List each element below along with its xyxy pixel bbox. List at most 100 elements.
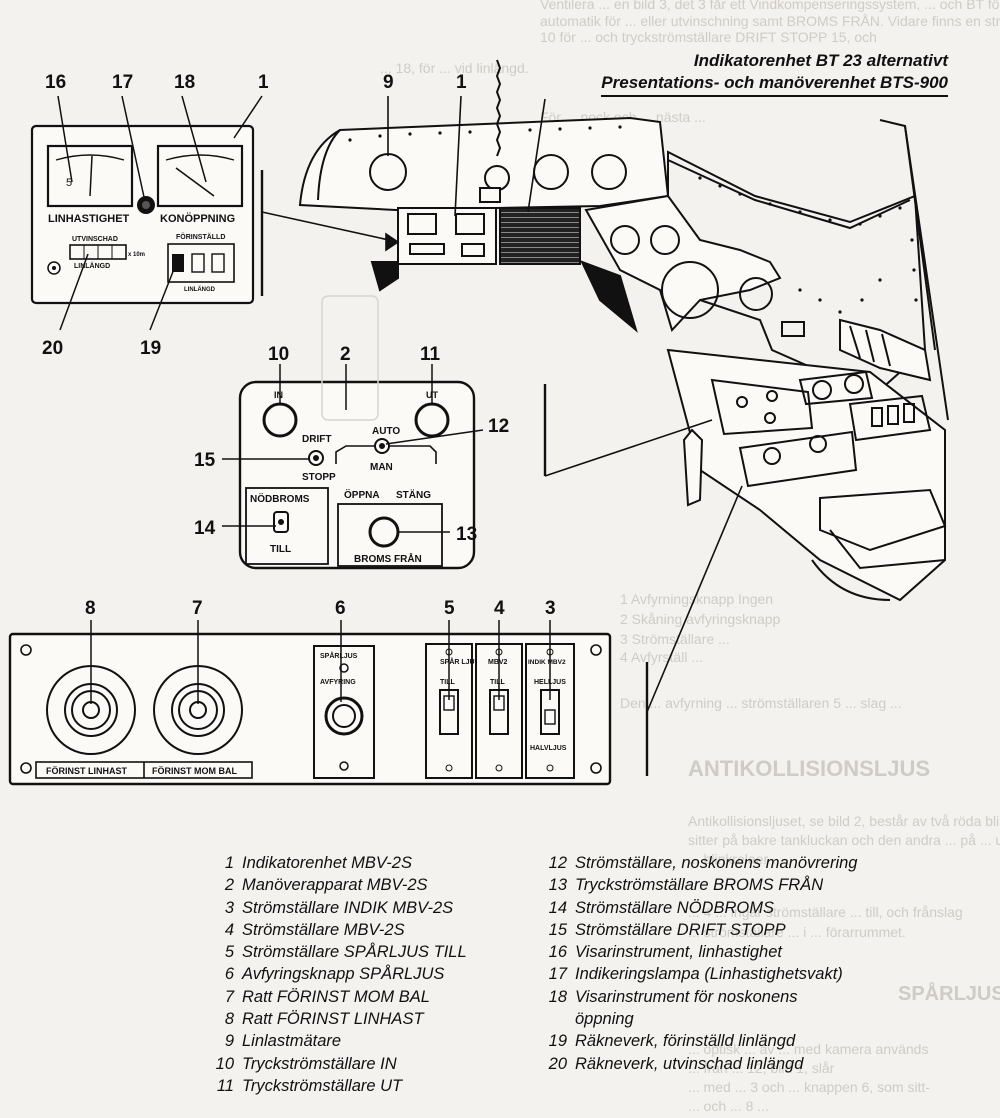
label-nodbroms: NÖDBROMS (250, 492, 310, 505)
show-through-heading: ANTIKOLLISIONSLJUS (688, 756, 930, 781)
indicator-panel: 5 LINHASTIGHET KONÖPPNING UTVINSCHAD x 1… (30, 95, 264, 331)
legend-text: Strömställare SPÅRLJUS TILL (242, 943, 467, 962)
show-through-line: Antikollisionsljuset, se bild 2, består … (688, 813, 1000, 829)
callout-20: 20 (42, 338, 63, 359)
label-till: TILL (440, 679, 455, 686)
show-through-line: ... blinkrelaer ... (688, 851, 784, 867)
legend-number: 19 (548, 1032, 567, 1051)
legend-number: 16 (548, 943, 567, 962)
legend-item: 19 Räkneverk, förinställd linlängd (535, 1030, 965, 1052)
legend-text: Räkneverk, förinställd linlängd (575, 1032, 796, 1051)
legend-number: 17 (548, 965, 567, 984)
legend-text: Räkneverk, utvinschad linlängd (575, 1054, 804, 1073)
show-through-line: ... med ... 3 och ... knappen 6, som sit… (688, 1079, 930, 1095)
lower-switch-panel: FÖRINST LINHAST FÖRINST MOM BAL SPÅRLJUS… (8, 620, 649, 786)
antenna-wire (495, 59, 502, 157)
label-avfyring: AVFYRING (320, 679, 356, 686)
legend-text: Strömställare MBV-2S (242, 920, 405, 939)
legend-text: Tryckströmställare IN (242, 1054, 397, 1073)
show-through-line: 4 Avfyrställ ... (620, 649, 703, 665)
label-oppna: ÖPPNA (344, 488, 380, 501)
konoppning-meter (156, 144, 244, 208)
legend-item: 4 Strömställare MBV-2S (210, 919, 520, 941)
callout-numbers: 16 17 18 1 9 1 20 19 10 2 11 12 13 14 15… (42, 72, 556, 619)
legend-item: 8 Ratt FÖRINST LINHAST (210, 1008, 520, 1030)
show-through-line: ... från ... 12, bild 1, slår (688, 1060, 835, 1076)
legend-text: Ratt FÖRINST LINHAST (242, 1010, 424, 1029)
label-till: TILL (490, 679, 505, 686)
meter-scale-mark: 5 (66, 177, 72, 189)
callout-13: 13 (456, 524, 477, 545)
reset-knob (47, 261, 61, 275)
label-drift: DRIFT (302, 434, 331, 445)
legend-text: Indikatorenhet MBV-2S (242, 854, 412, 872)
mini-meter (407, 213, 437, 235)
legend-text: Tryckströmställare UT (242, 1076, 403, 1095)
legend-number: 8 (224, 1010, 234, 1029)
round-gauge (739, 277, 773, 311)
label-indik-mbv2: INDIK MBV2 (528, 659, 566, 666)
legend-item: 20 Räkneverk, utvinschad linlängd (535, 1053, 965, 1075)
label-linlangd: LINLÄNGD (184, 286, 216, 293)
callout-11: 11 (420, 344, 441, 365)
show-through-line: 1 Avfyrningsknapp Ingen (620, 591, 773, 607)
cockpit-illustration (298, 59, 949, 602)
callout-1: 1 (456, 72, 467, 93)
legend-number: 4 (224, 920, 234, 939)
label-stang: STÄNG (396, 488, 431, 501)
show-through-line: 2 Skåning avfyringsknapp (620, 611, 781, 627)
round-gauge (610, 225, 640, 255)
legend-number: 15 (548, 920, 567, 939)
label-forinstalld: FÖRINSTÄLLD (176, 232, 225, 241)
label-halvljus: HALVLJUS (530, 745, 567, 752)
legend-item: 3 Strömställare INDIK MBV-2S (210, 897, 520, 919)
show-through-heading: SPÅRLJUS (898, 981, 1000, 1005)
show-through-text: Ventilera ... en bild 3, det 3 får ett V… (380, 0, 1000, 1114)
mini-meter (455, 213, 485, 235)
label-broms-fran: BROMS FRÅN (354, 552, 422, 565)
legend-text: Manöverapparat MBV-2S (242, 876, 428, 895)
callout-14: 14 (194, 518, 216, 539)
leader-lines (261, 95, 743, 713)
callout-9: 9 (383, 72, 394, 93)
label-sparljus-switch: SPÅR LJUS (440, 657, 480, 666)
title-line-2: Presentations- och manöverenhet BTS-900 (601, 72, 948, 97)
button-broms-fran (368, 516, 400, 548)
callout-17: 17 (112, 72, 133, 93)
legend-number: 14 (548, 898, 567, 917)
bts-900-display (499, 207, 581, 265)
legend-number: 10 (215, 1054, 234, 1073)
legend-item: 17 Indikeringslampa (Linhastighetsvakt) (535, 963, 965, 985)
show-through-line: Ventilera ... en bild 3, det 3 får ett V… (540, 0, 1000, 12)
callout-1: 1 (258, 72, 269, 93)
legend-text: Indikeringslampa (Linhastighetsvakt) (575, 965, 843, 984)
show-through-line: 3 Strömställare ... (620, 631, 730, 647)
callout-15: 15 (194, 450, 216, 471)
callout-18: 18 (174, 72, 195, 93)
legend-number: 3 (224, 898, 234, 917)
legend-text: Strömställare INDIK MBV-2S (242, 898, 454, 917)
callout-10: 10 (268, 344, 289, 365)
callout-19: 19 (140, 338, 161, 359)
callout-12: 12 (488, 416, 509, 437)
callout-7: 7 (192, 598, 203, 619)
show-through-line: ... 4 ... ingår strömställare ... till, … (688, 904, 963, 920)
show-through-line: automatik för ... eller utvinschning sam… (540, 13, 1000, 29)
button-avfyring-sparljus (324, 696, 364, 736)
legend-number: 20 (548, 1054, 567, 1073)
button-in (262, 402, 298, 438)
manover-panel: IN UT AUTO DRIFT STOPP MAN ÖPPNA STÄNG N… (222, 295, 547, 570)
label-till: TILL (270, 544, 291, 555)
legend-text: Ratt FÖRINST MOM BAL (242, 987, 430, 1006)
label-auto: AUTO (372, 426, 400, 437)
